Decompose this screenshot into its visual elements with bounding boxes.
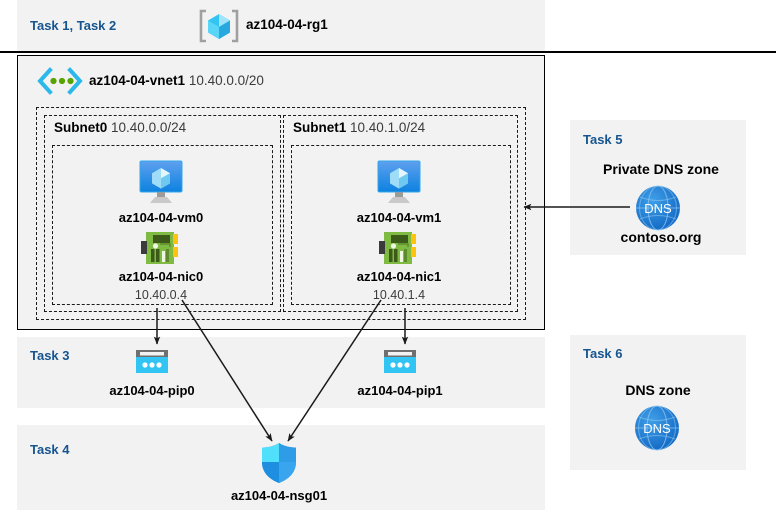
subnet-0-prefix: 10.40.0.0/24 — [111, 120, 187, 135]
pip-0-name: az104-04-pip0 — [109, 383, 195, 398]
nsg-name: az104-04-nsg01 — [230, 488, 328, 503]
subnet-0-resources-box — [52, 145, 273, 305]
network-interface-icon — [140, 230, 182, 266]
vnet-address-space: 10.40.0.0/20 — [188, 73, 264, 88]
vm-0-name: az104-04-vm0 — [118, 210, 204, 225]
vnet-name: az104-04-vnet1 — [89, 73, 186, 88]
task-label-6: Task 6 — [583, 346, 623, 361]
dns-zone-heading: DNS zone — [625, 382, 691, 398]
vnet-container — [17, 55, 545, 330]
network-interface-icon — [378, 230, 420, 266]
subnet-0-name: Subnet0 — [54, 120, 108, 135]
private-dns-zone-name: contoso.org — [620, 229, 702, 245]
task-label-1-2: Task 1, Task 2 — [30, 18, 117, 33]
subnet-1-title: Subnet1 10.40.1.0/24 — [293, 120, 425, 135]
subnets-group — [36, 107, 526, 320]
header-divider-line — [0, 51, 776, 53]
resource-group-name-text: az104-04-rg1 — [246, 17, 328, 32]
dns-globe-icon: DNS — [632, 404, 684, 452]
virtual-machine-icon — [132, 158, 190, 206]
subnet-1-name: Subnet1 — [293, 120, 347, 135]
task-label-4: Task 4 — [30, 442, 70, 457]
private-dns-zone-heading: Private DNS zone — [603, 161, 719, 177]
public-ip-address-icon — [382, 348, 418, 378]
nic-0-name: az104-04-nic0 — [118, 269, 204, 284]
dns-globe-icon: DNS — [633, 184, 685, 232]
public-ip-address-icon — [134, 348, 170, 378]
subnet-1-container — [283, 115, 518, 312]
subnet-0-container — [44, 115, 281, 312]
network-security-group-shield-icon — [260, 442, 298, 484]
resource-group-name: az104-04-rg1 — [246, 17, 328, 32]
nic-1-name: az104-04-nic1 — [356, 269, 442, 284]
nic-0-ip: 10.40.0.4 — [134, 288, 188, 302]
virtual-machine-icon — [370, 158, 428, 206]
header-panel — [17, 0, 545, 52]
subnet-1-resources-box — [291, 145, 511, 305]
resource-group-cube-icon — [198, 6, 240, 46]
svg-text:DNS: DNS — [643, 421, 671, 436]
pip-1-name: az104-04-pip1 — [357, 383, 443, 398]
task-3-panel — [17, 337, 545, 408]
task-label-5: Task 5 — [583, 132, 623, 147]
subnet-1-prefix: 10.40.1.0/24 — [350, 120, 426, 135]
vm-1-name: az104-04-vm1 — [356, 210, 442, 225]
nic-1-ip: 10.40.1.4 — [372, 288, 426, 302]
vnet-title: az104-04-vnet1 10.40.0.0/20 — [89, 73, 264, 88]
svg-text:DNS: DNS — [644, 201, 672, 216]
task-label-3: Task 3 — [30, 348, 70, 363]
virtual-network-icon — [36, 67, 84, 95]
subnet-0-title: Subnet0 10.40.0.0/24 — [54, 120, 186, 135]
